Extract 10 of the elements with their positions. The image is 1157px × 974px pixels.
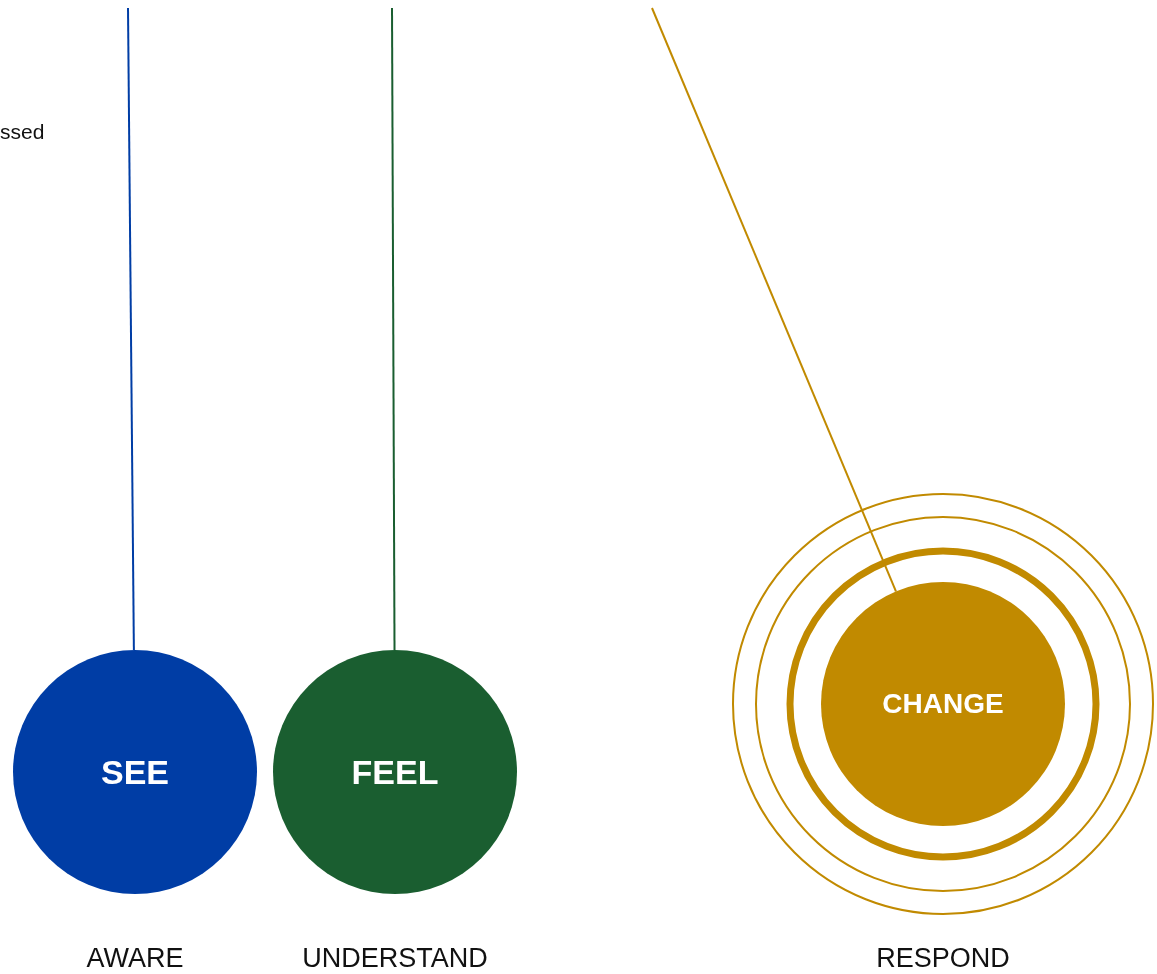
stage-caption: UNDERSTAND (302, 943, 488, 974)
node-label: SEE (100, 752, 169, 792)
node-label: CHANGE (882, 688, 1004, 720)
stage-caption: RESPOND (876, 943, 1010, 974)
connector-line (651, 7, 897, 593)
partial-text: ssed (0, 120, 45, 144)
stage-caption: AWARE (86, 943, 184, 974)
node-label: FEEL (351, 752, 439, 792)
connector-line (127, 7, 135, 651)
connector-line (391, 7, 396, 651)
